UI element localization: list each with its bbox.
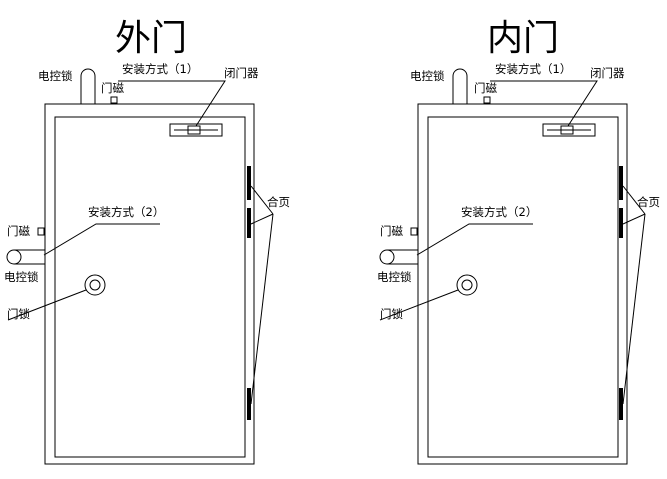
inner-label-door-closer: 闭门器 [590, 66, 625, 80]
inner-hinge-3 [619, 388, 623, 420]
inner-door-frame [417, 103, 628, 465]
inner-hinge-leader-1 [622, 185, 646, 215]
outer-label-electric-lock-side: 电控锁 [4, 270, 39, 284]
inner-side-electric-lock [379, 249, 418, 265]
inner-label-install-method-2: 安装方式（2） [461, 205, 537, 219]
outer-hinge-leader-2 [250, 213, 274, 225]
outer-door-lock-knob [84, 274, 106, 296]
outer-label-electric-lock-top: 电控锁 [38, 69, 73, 83]
outer-label-door-magnet-side: 门磁 [7, 224, 30, 238]
outer-label-door-magnet-top: 门磁 [101, 81, 124, 95]
inner-hinge-leader-2 [622, 213, 646, 225]
inner-label-install-method-1: 安装方式（1） [495, 62, 571, 76]
inner-hinge-2 [619, 208, 623, 238]
outer-hinge-2 [247, 208, 251, 238]
outer-door-frame [44, 103, 255, 465]
inner-door-title: 内门 [487, 18, 559, 59]
inner-door-closer [542, 123, 596, 137]
inner-label-door-magnet-top: 门磁 [474, 81, 497, 95]
outer-door-group: 外门 [4, 18, 290, 465]
inner-lock-leader [379, 289, 459, 321]
inner-door-group: 内门 [377, 18, 660, 465]
inner-install2-leader [416, 223, 533, 256]
inner-label-electric-lock-side: 电控锁 [377, 270, 412, 284]
inner-label-hinge: 合页 [637, 195, 660, 209]
outer-door-closer [169, 123, 223, 137]
inner-label-door-lock: 门锁 [380, 307, 403, 321]
inner-label-electric-lock-top: 电控锁 [410, 69, 445, 83]
outer-side-electric-lock [6, 249, 45, 265]
outer-hinge-leader-3 [250, 213, 274, 405]
outer-closer-leader [118, 80, 226, 127]
outer-hinge-3 [247, 388, 251, 420]
outer-door-panel [54, 116, 246, 458]
inner-closer-leader [490, 80, 598, 127]
outer-install2-leader [43, 223, 160, 256]
outer-label-door-closer: 闭门器 [224, 66, 259, 80]
inner-top-door-magnet [483, 96, 491, 104]
outer-side-door-magnet [37, 227, 45, 236]
outer-hinge-leader-1 [250, 185, 274, 215]
outer-top-electric-lock [76, 68, 100, 105]
outer-label-door-lock: 门锁 [7, 307, 30, 321]
outer-top-door-magnet [110, 96, 118, 104]
inner-label-door-magnet-side: 门磁 [380, 224, 403, 238]
inner-door-lock-knob [456, 274, 478, 296]
outer-door-title: 外门 [115, 18, 187, 59]
inner-hinge-leader-3 [622, 213, 646, 405]
outer-label-install-method-1: 安装方式（1） [122, 62, 198, 76]
outer-label-hinge: 合页 [267, 195, 290, 209]
inner-hinge-1 [619, 166, 623, 200]
inner-side-door-magnet [410, 227, 418, 236]
outer-lock-leader [7, 289, 87, 321]
inner-door-panel [427, 116, 619, 458]
outer-label-install-method-2: 安装方式（2） [88, 205, 164, 219]
inner-top-electric-lock [448, 68, 472, 105]
outer-hinge-1 [247, 166, 251, 200]
